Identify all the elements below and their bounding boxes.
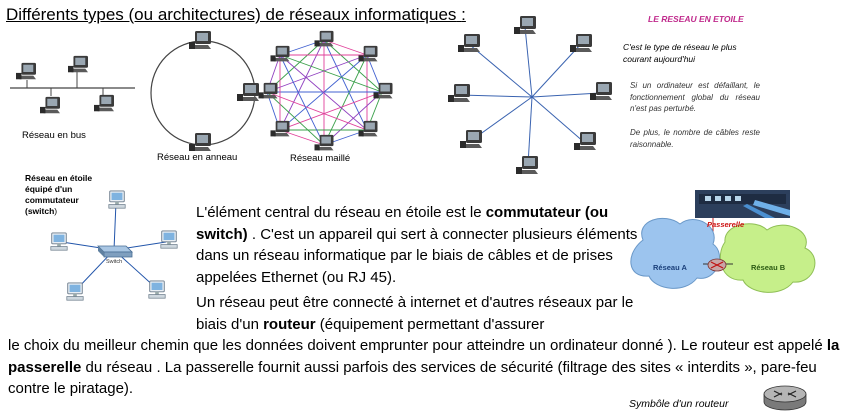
- star-heading: LE RESEAU EN ETOILE: [648, 14, 744, 24]
- bus-pc-1: [16, 62, 36, 80]
- star-description: C'est le type de réseau le plus courant …: [623, 42, 737, 64]
- router-symbol-caption: Symbôle d'un routeur: [629, 398, 729, 410]
- switch-pc-3: [148, 280, 166, 299]
- switch-label: Switch: [106, 259, 122, 265]
- star-pc-8: [458, 34, 480, 52]
- switch-pc-1: [108, 190, 126, 209]
- mesh-pc-8: [270, 45, 290, 62]
- gateway-label: Passerelle: [707, 220, 744, 229]
- mesh-network-diagram: [258, 30, 393, 151]
- ring-pc-2: [237, 83, 259, 101]
- mesh-pc-2: [358, 45, 378, 62]
- ring-network-label: Réseau en anneau: [157, 152, 238, 163]
- switch-icon: [97, 245, 133, 258]
- paragraph-gateway: le choix du meilleur chemin que les donn…: [8, 337, 840, 397]
- bus-pc-3: [40, 96, 60, 114]
- star-network-diagram: [448, 16, 612, 174]
- network-a-label: Réseau A: [653, 263, 687, 272]
- router-icon: [707, 258, 727, 272]
- mesh-pc-1: [314, 30, 334, 47]
- mesh-network-label: Réseau maillé: [290, 153, 351, 164]
- bus-network-diagram: [10, 55, 135, 114]
- page-title: Différents types (ou architectures) de r…: [6, 5, 466, 24]
- star-pc-4: [574, 132, 596, 150]
- router-symbol-icon: [763, 385, 807, 411]
- bus-network-label: Réseau en bus: [22, 130, 86, 141]
- network-b-label: Réseau B: [751, 263, 786, 272]
- switch-pc-5: [50, 232, 68, 251]
- star-pc-7: [448, 84, 470, 102]
- router-photo: [695, 190, 790, 218]
- switch-caption: Réseau en étoile équipé d'un commutateur…: [25, 173, 93, 216]
- star-pc-2: [570, 34, 592, 52]
- paragraph-router: Un réseau peut être connecté à internet …: [196, 294, 634, 333]
- star-note-1: Si un ordinateur est défaillant, le fonc…: [630, 81, 760, 113]
- switch-pc-4: [66, 282, 84, 301]
- star-pc-6: [460, 130, 482, 148]
- bus-pc-4: [94, 94, 114, 112]
- mesh-pc-4: [358, 120, 378, 137]
- ring-pc-1: [189, 31, 211, 49]
- ring-network-diagram: [150, 31, 259, 151]
- star-note-2: De plus, le nombre de câbles reste raiso…: [630, 128, 760, 149]
- ring-pc-3: [189, 133, 211, 151]
- gateway-diagram: Passerelle Réseau A Réseau B: [630, 190, 816, 293]
- switch-pc-2: [160, 230, 178, 249]
- star-pc-1: [514, 16, 536, 34]
- bus-pc-2: [68, 55, 88, 73]
- mesh-pc-7: [258, 82, 278, 99]
- mesh-pc-6: [270, 120, 290, 137]
- mesh-pc-3: [373, 82, 393, 99]
- star-pc-5: [516, 156, 538, 174]
- star-pc-3: [590, 82, 612, 100]
- switch-network-diagram: Switch: [50, 190, 178, 301]
- paragraph-switch: L'élément central du réseau en étoile es…: [196, 204, 638, 286]
- network-b-cloud: [719, 223, 816, 293]
